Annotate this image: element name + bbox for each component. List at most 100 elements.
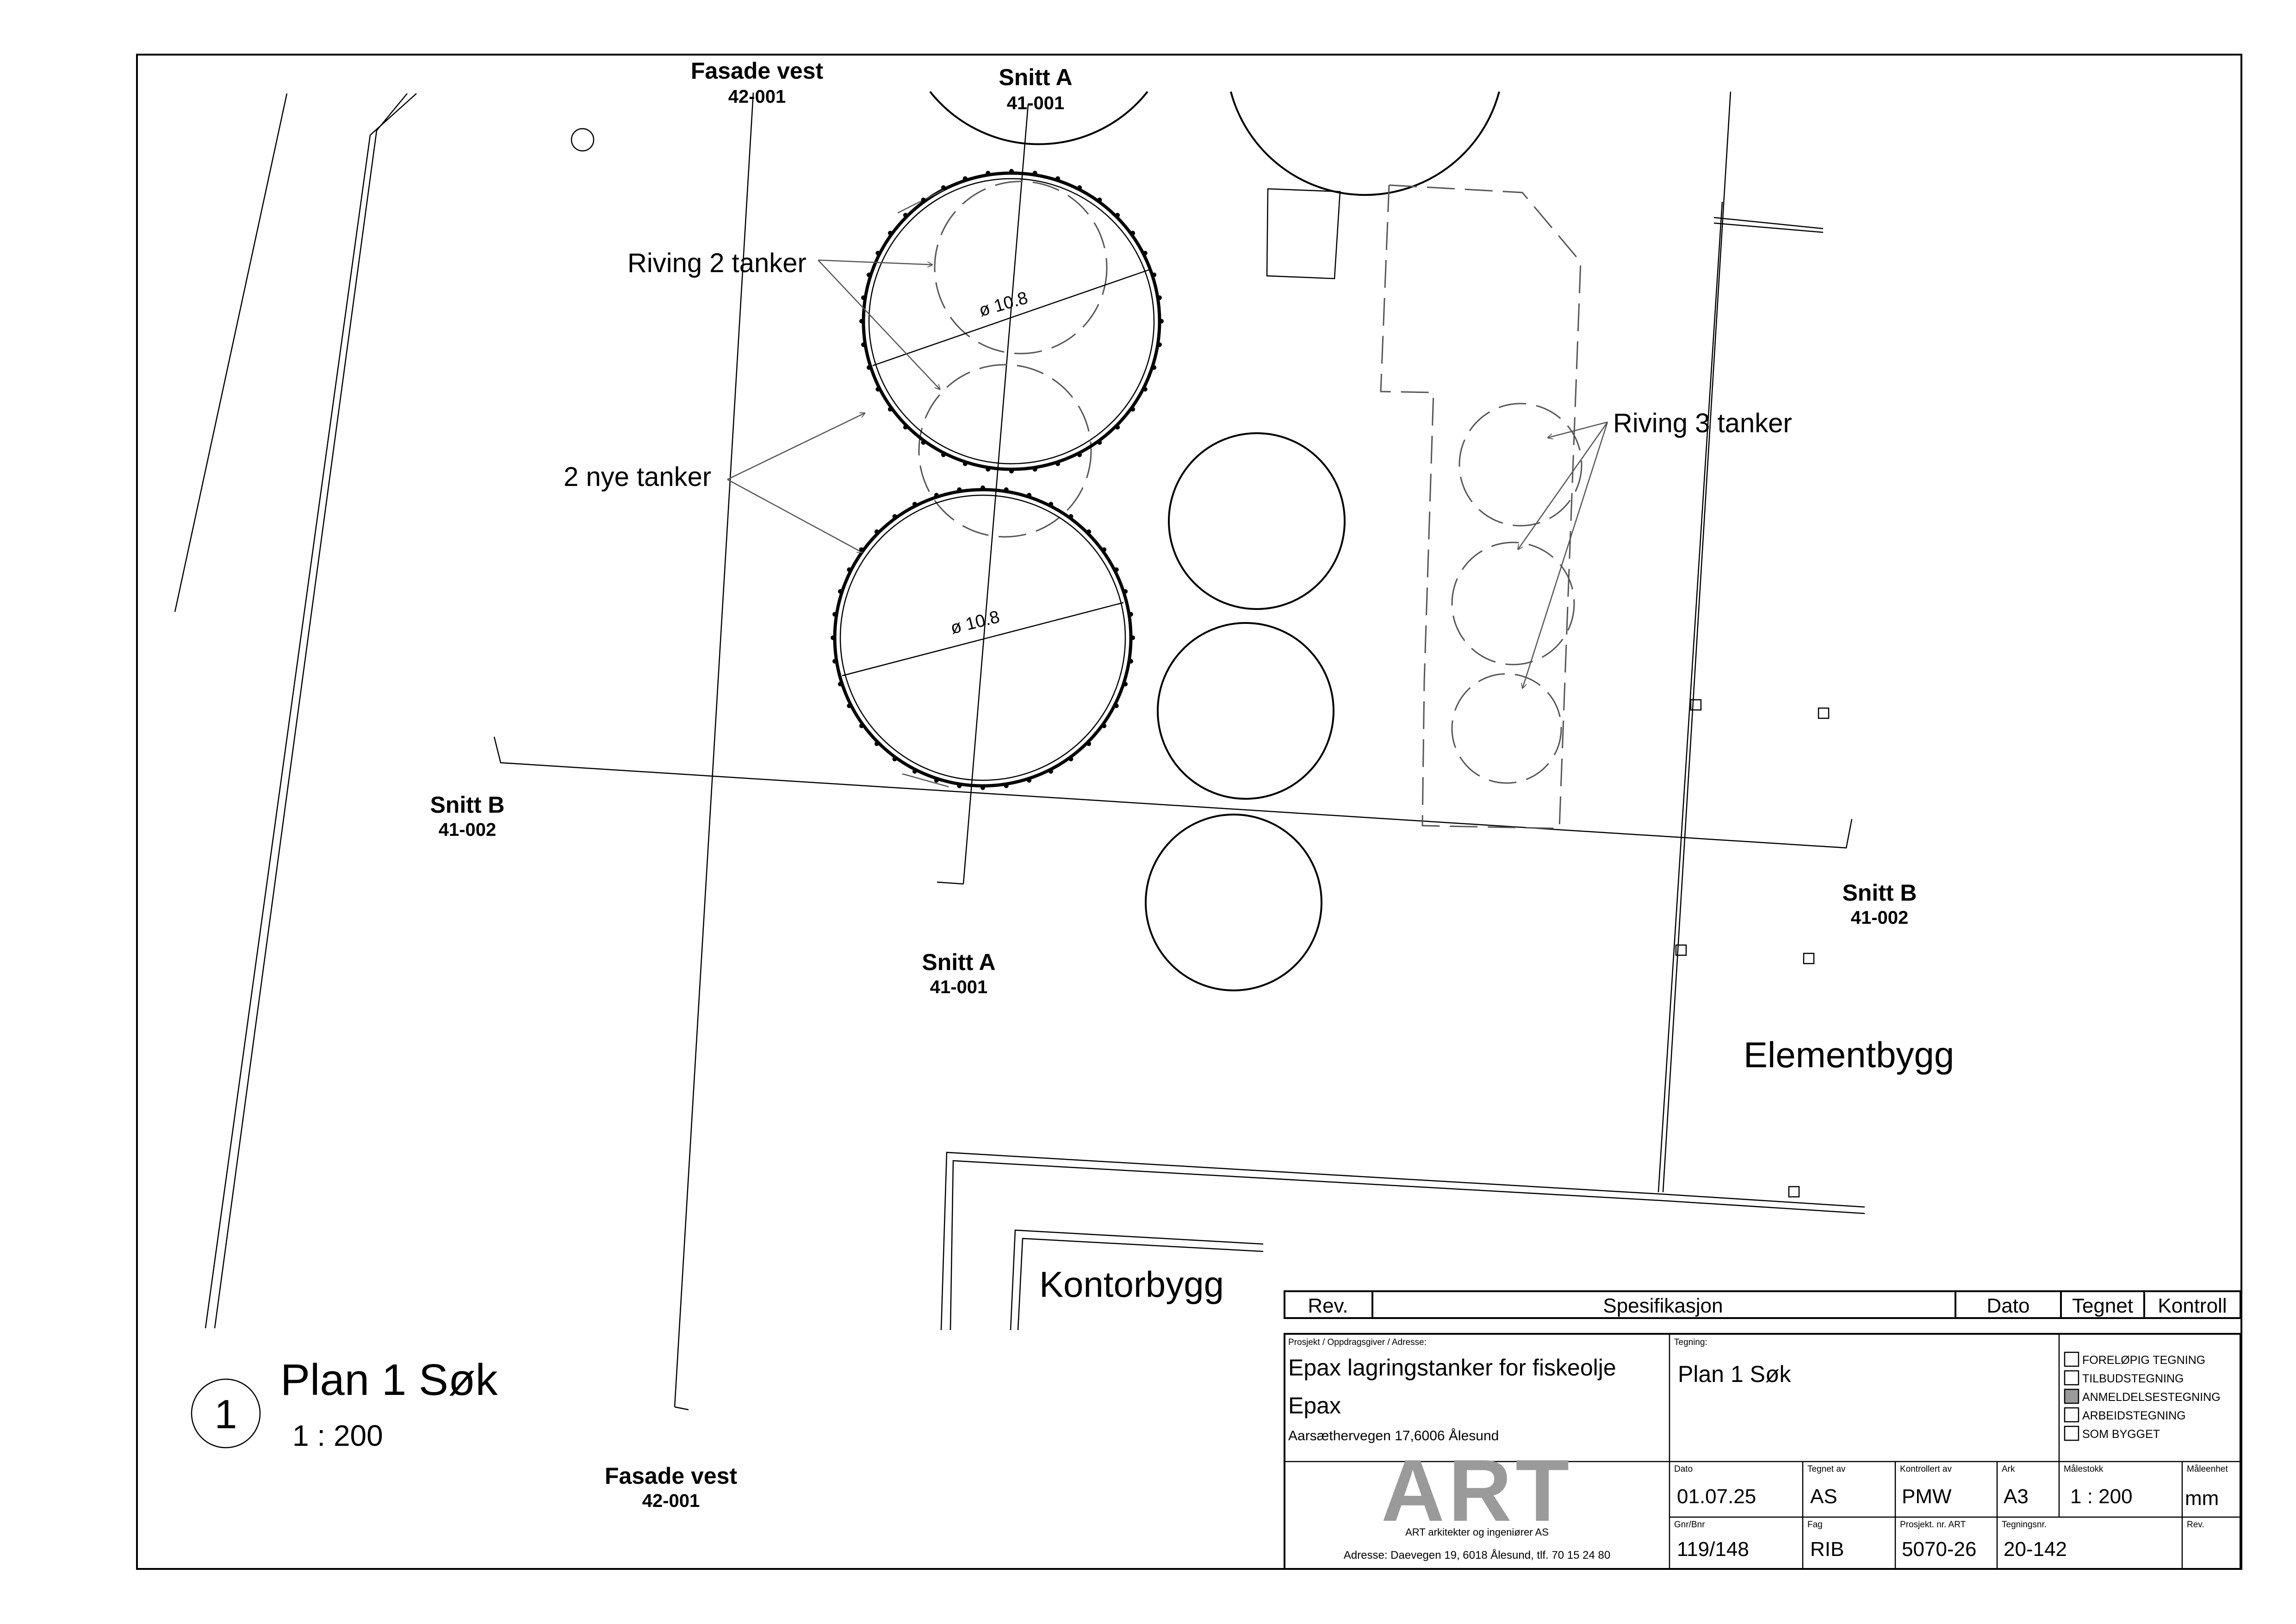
demolished-tank bbox=[1451, 673, 1562, 784]
field-value-malestokk: 1 : 200 bbox=[2070, 1485, 2133, 1508]
status-checkbox[interactable] bbox=[2064, 1407, 2079, 1423]
demolished-tank bbox=[1451, 541, 1575, 666]
tank-stud bbox=[1068, 757, 1074, 762]
rev-header-kontroll: Kontroll bbox=[2158, 1294, 2227, 1317]
tank-stud bbox=[1114, 567, 1119, 572]
demolished-tank bbox=[934, 180, 1108, 355]
tank-stud bbox=[1027, 492, 1032, 498]
tank-stud bbox=[1152, 365, 1157, 370]
drawing-name: Plan 1 Søk bbox=[1678, 1361, 1792, 1387]
project-address: Aarsæthervegen 17,6006 Ålesund bbox=[1288, 1428, 1499, 1444]
tank-stud bbox=[887, 230, 893, 236]
revision-table: Rev. Spesifikasjon Dato Tegnet Kontroll bbox=[1284, 1290, 2241, 1319]
label-fasade-vest-bottom: Fasade vest bbox=[605, 1463, 738, 1489]
status-checkbox[interactable] bbox=[2064, 1370, 2079, 1386]
field-caption-ark: Ark bbox=[2002, 1464, 2015, 1474]
tank-stud bbox=[859, 319, 864, 324]
tank-stud bbox=[874, 741, 879, 747]
field-caption-fag: Fag bbox=[1807, 1520, 1823, 1530]
tank-stud bbox=[1097, 440, 1102, 445]
status-checkbox[interactable] bbox=[2064, 1351, 2079, 1367]
field-value-prosjekt-nr: 5070-26 bbox=[1902, 1538, 1976, 1561]
building-labels: Elementbygg Kontorbygg bbox=[1039, 1034, 1954, 1305]
field-value-maleenhet: mm bbox=[2185, 1487, 2219, 1510]
existing-tank bbox=[1145, 814, 1322, 991]
tank-stud bbox=[874, 529, 879, 534]
tank-studs bbox=[831, 169, 1164, 790]
company-address: Adresse: Daevegen 19, 6018 Ålesund, tlf.… bbox=[1344, 1549, 1610, 1562]
tank-stud bbox=[859, 723, 864, 728]
field-caption-malestokk: Målestokk bbox=[2064, 1464, 2104, 1474]
tank-stud bbox=[1130, 230, 1136, 236]
tank-stud bbox=[1097, 197, 1102, 202]
field-caption-tegnet-av: Tegnet av bbox=[1807, 1464, 1846, 1474]
tank-stud bbox=[962, 176, 968, 181]
field-caption-kontrollert-av: Kontrollert av bbox=[1900, 1464, 1952, 1474]
tank-stud bbox=[1115, 212, 1120, 218]
tank-stud bbox=[1142, 250, 1148, 255]
status-label: FORELØPIG TEGNING bbox=[2082, 1354, 2205, 1367]
field-value-tegnet-av: AS bbox=[1810, 1485, 1837, 1508]
tank-stud bbox=[1115, 425, 1120, 430]
tank-stud bbox=[831, 635, 835, 640]
tank-stud bbox=[875, 387, 881, 392]
tank-stud bbox=[875, 250, 881, 255]
field-value-dato: 01.07.25 bbox=[1677, 1485, 1756, 1508]
tank-stud bbox=[1004, 487, 1009, 492]
tank-stud bbox=[832, 612, 837, 617]
label-snitt-b-left: Snitt B bbox=[430, 792, 504, 818]
client-name: Epax bbox=[1288, 1393, 1341, 1419]
tank-stud bbox=[887, 407, 893, 412]
tank-stud bbox=[1102, 547, 1107, 552]
tank-stud bbox=[1032, 467, 1037, 472]
tank-stud bbox=[962, 461, 968, 467]
section-labels: Fasade vest 42-001 Snitt A 41-001 Riving… bbox=[430, 58, 1917, 1511]
label-snitt-a-bottom: Snitt A bbox=[922, 949, 995, 975]
view-number: 1 bbox=[215, 1391, 237, 1437]
tank-stud bbox=[1159, 319, 1164, 324]
rev-header-rev: Rev. bbox=[1308, 1294, 1348, 1317]
tank-stud bbox=[847, 567, 852, 572]
tank-stud bbox=[847, 703, 852, 709]
tank-stud bbox=[861, 295, 866, 300]
view-title: 1 Plan 1 Søk 1 : 200 bbox=[191, 1355, 498, 1452]
field-caption-maleenhet: Måleenhet bbox=[2187, 1464, 2228, 1474]
ref-snitt-a-bottom: 41-001 bbox=[930, 977, 988, 997]
field-value-tegningsnr: 20-142 bbox=[2004, 1538, 2067, 1561]
site-lines bbox=[174, 91, 1865, 1411]
field-value-ark: A3 bbox=[2004, 1485, 2029, 1508]
logo-text: ART bbox=[1381, 1442, 1573, 1540]
dimension-tank-2: ø 10.8 bbox=[949, 607, 1002, 638]
status-checkbox[interactable] bbox=[2064, 1425, 2079, 1441]
ref-snitt-b-left: 41-002 bbox=[439, 820, 496, 840]
tank-stud bbox=[1130, 635, 1135, 640]
status-label: SOM BYGGET bbox=[2082, 1428, 2160, 1441]
ref-snitt-b-right: 41-002 bbox=[1851, 908, 1909, 928]
dimension-tank-1: ø 10.8 bbox=[977, 288, 1030, 321]
field-caption-dato: Dato bbox=[1674, 1464, 1693, 1474]
tank-stud bbox=[1114, 703, 1119, 709]
tank-stud bbox=[1077, 185, 1082, 190]
drawing-caption: Tegning: bbox=[1674, 1338, 1707, 1347]
tank-stud bbox=[912, 769, 917, 774]
demolished-tank bbox=[1458, 403, 1582, 527]
title-block: Prosjekt / Oppdragsgiver / Adresse: Epax… bbox=[1284, 1333, 2241, 1570]
tank-stud bbox=[1032, 171, 1037, 175]
tank-stud bbox=[1009, 469, 1014, 473]
tank-stud bbox=[934, 778, 939, 783]
tank-stud bbox=[1068, 514, 1074, 519]
tank-stud bbox=[1009, 169, 1014, 174]
label-fasade-vest-top: Fasade vest bbox=[691, 58, 824, 84]
tank-stud bbox=[1055, 176, 1061, 181]
company-name: ART arkitekter og ingeniører AS bbox=[1405, 1526, 1549, 1538]
ref-fasade-vest-bottom: 42-001 bbox=[642, 1491, 700, 1511]
label-2-nye-tanker: 2 nye tanker bbox=[564, 462, 711, 492]
tank-stud bbox=[921, 440, 926, 445]
tank-stud bbox=[1086, 741, 1092, 747]
status-checkbox-checked[interactable] bbox=[2064, 1388, 2079, 1404]
tank-stud bbox=[1049, 769, 1054, 774]
tank-stud bbox=[1055, 461, 1061, 467]
field-value-gnr-bnr: 119/148 bbox=[1677, 1538, 1749, 1561]
view-number-circle bbox=[191, 1378, 261, 1449]
tank-stud bbox=[1086, 529, 1092, 534]
